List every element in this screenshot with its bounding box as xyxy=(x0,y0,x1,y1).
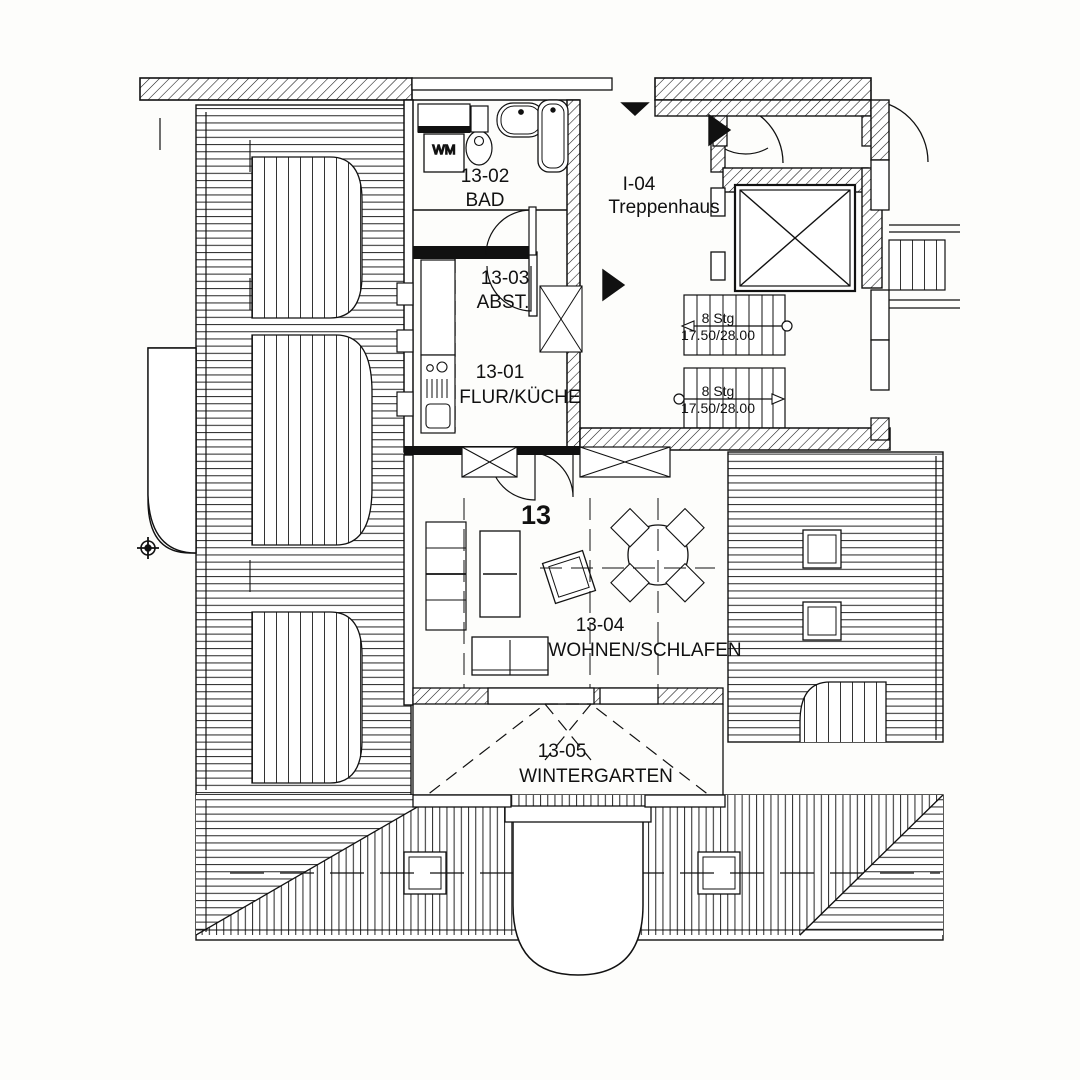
stove-icon xyxy=(426,361,448,373)
room-code: 13-01 xyxy=(476,362,525,383)
bathtub-icon xyxy=(537,99,569,173)
washing-machine-label: WM xyxy=(432,142,455,157)
stair-riser-count: 8 Stg xyxy=(702,310,735,326)
elevator-shaft xyxy=(710,167,883,293)
stair-annotation-lower: 8 Stg 17.50/28.00 xyxy=(681,383,755,416)
dining-table-with-chairs xyxy=(610,507,705,603)
entrance-bay xyxy=(504,805,652,976)
washing-machine-icon: WM xyxy=(423,133,465,173)
sink-icon xyxy=(496,102,546,138)
stair-flight-upper xyxy=(680,294,793,356)
right-exterior-detail xyxy=(870,99,960,441)
room-name: WINTERGARTEN xyxy=(519,766,673,787)
shelving-unit xyxy=(425,521,467,631)
room-code: 13-02 xyxy=(461,166,510,187)
left-terrace xyxy=(147,347,197,554)
skylight-right-lower xyxy=(802,601,842,641)
stair-dimension: 17.50/28.00 xyxy=(681,327,755,343)
dormer-right xyxy=(799,681,887,742)
right-roof-slope xyxy=(727,451,944,743)
bathroom-fixtures: WM xyxy=(417,99,569,173)
sofa xyxy=(471,636,549,676)
center-axis-lines xyxy=(463,498,715,690)
room-name: WOHNEN/SCHLAFEN xyxy=(548,640,741,661)
dormer-left-middle xyxy=(251,334,373,546)
left-roof-slope xyxy=(195,104,412,796)
room-code: 13-04 xyxy=(576,615,625,636)
door-abst xyxy=(486,265,532,312)
bed-table xyxy=(479,530,521,618)
door-wohnen xyxy=(527,451,574,498)
closet-left xyxy=(461,446,518,478)
room-label-13-01: 13-01 FLUR/KÜCHE xyxy=(459,362,580,408)
closet-right xyxy=(579,446,671,478)
room-label-13-04: 13-04 WOHNEN/SCHLAFEN xyxy=(548,615,741,661)
room-label-13-05: 13-05 WINTERGARTEN xyxy=(519,741,673,787)
roof-eave-top xyxy=(139,77,872,150)
wintergarten-lower-walls xyxy=(412,794,726,808)
wintergarten-area xyxy=(412,687,724,807)
room-label-i-04: I-04 Treppenhaus xyxy=(608,174,719,218)
room-code: I-04 xyxy=(623,174,656,195)
stair-riser-count: 8 Stg xyxy=(702,383,735,399)
room-name: ABST. xyxy=(477,292,530,313)
stair-annotation-upper: 8 Stg 17.50/28.00 xyxy=(681,310,755,343)
stair-dimension: 17.50/28.00 xyxy=(681,400,755,416)
direction-marker-entry-top xyxy=(708,113,732,147)
skylight-right-upper xyxy=(802,529,842,569)
dormer-left-lower xyxy=(251,611,363,784)
direction-marker-entry-mid xyxy=(602,268,626,302)
room-name: FLUR/KÜCHE xyxy=(459,387,580,408)
room-code: 13-03 xyxy=(481,268,530,289)
room-label-13-02: 13-02 BAD xyxy=(461,166,510,211)
room-code: 13-05 xyxy=(538,741,587,762)
direction-marker-up xyxy=(620,102,650,116)
closet-abst xyxy=(539,285,583,353)
toilet-icon xyxy=(465,105,493,166)
room-label-13-03: 13-03 ABST. xyxy=(477,268,530,313)
room-name: Treppenhaus xyxy=(608,197,719,218)
reference-point-marker xyxy=(137,537,159,559)
sink-drainer-icon xyxy=(426,379,448,398)
kitchen-fixtures xyxy=(396,259,456,434)
armchair xyxy=(541,549,597,605)
stairwell-block xyxy=(579,99,891,451)
room-name: BAD xyxy=(465,190,504,211)
apartment-number: 13 xyxy=(521,500,551,530)
dormer-left-upper xyxy=(251,156,363,319)
door-bad xyxy=(485,206,537,256)
